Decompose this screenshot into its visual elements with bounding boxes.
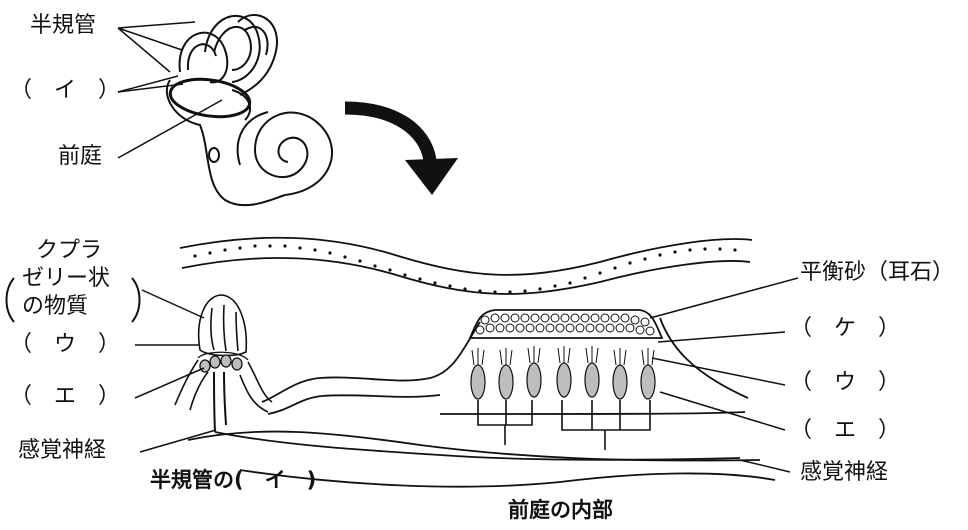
label-sensory-nerve-left: 感覚神経 xyxy=(18,440,106,462)
bracket xyxy=(7,278,15,322)
caption-right: 前庭の内部 xyxy=(508,500,613,521)
caption-left: 半規管の( イ ) xyxy=(150,470,316,491)
cupula xyxy=(199,295,247,356)
hair-bundles xyxy=(472,346,654,365)
label-otolith: 平衡砂（耳石） xyxy=(800,262,954,284)
label-cupula: クプラ xyxy=(36,240,102,262)
label-i-top: （ イ ） xyxy=(10,80,120,102)
label-semicircular-canals: 半規管 xyxy=(30,15,96,37)
bracket xyxy=(132,278,140,322)
otoliths xyxy=(476,314,654,335)
label-ke-right: （ ケ ） xyxy=(790,318,900,340)
label-sensory-nerve-right: 感覚神経 xyxy=(800,462,888,484)
label-substance: の物質 xyxy=(22,296,88,318)
hair-cells xyxy=(471,363,655,399)
inner-ear-outline xyxy=(167,15,332,205)
label-vestibule: 前庭 xyxy=(58,146,102,168)
label-e-right: （ エ ） xyxy=(790,420,900,442)
label-u-right: （ ウ ） xyxy=(790,372,900,394)
macula-nerves xyxy=(478,400,650,450)
curved-arrow xyxy=(345,108,458,195)
cupula-nerve xyxy=(214,372,226,432)
label-u-left: （ ウ ） xyxy=(10,334,120,356)
label-e-left: （ エ ） xyxy=(10,386,120,408)
right-leader-lines xyxy=(650,278,798,472)
label-jelly: ゼリー状 xyxy=(22,268,110,290)
top-membrane xyxy=(180,238,752,294)
